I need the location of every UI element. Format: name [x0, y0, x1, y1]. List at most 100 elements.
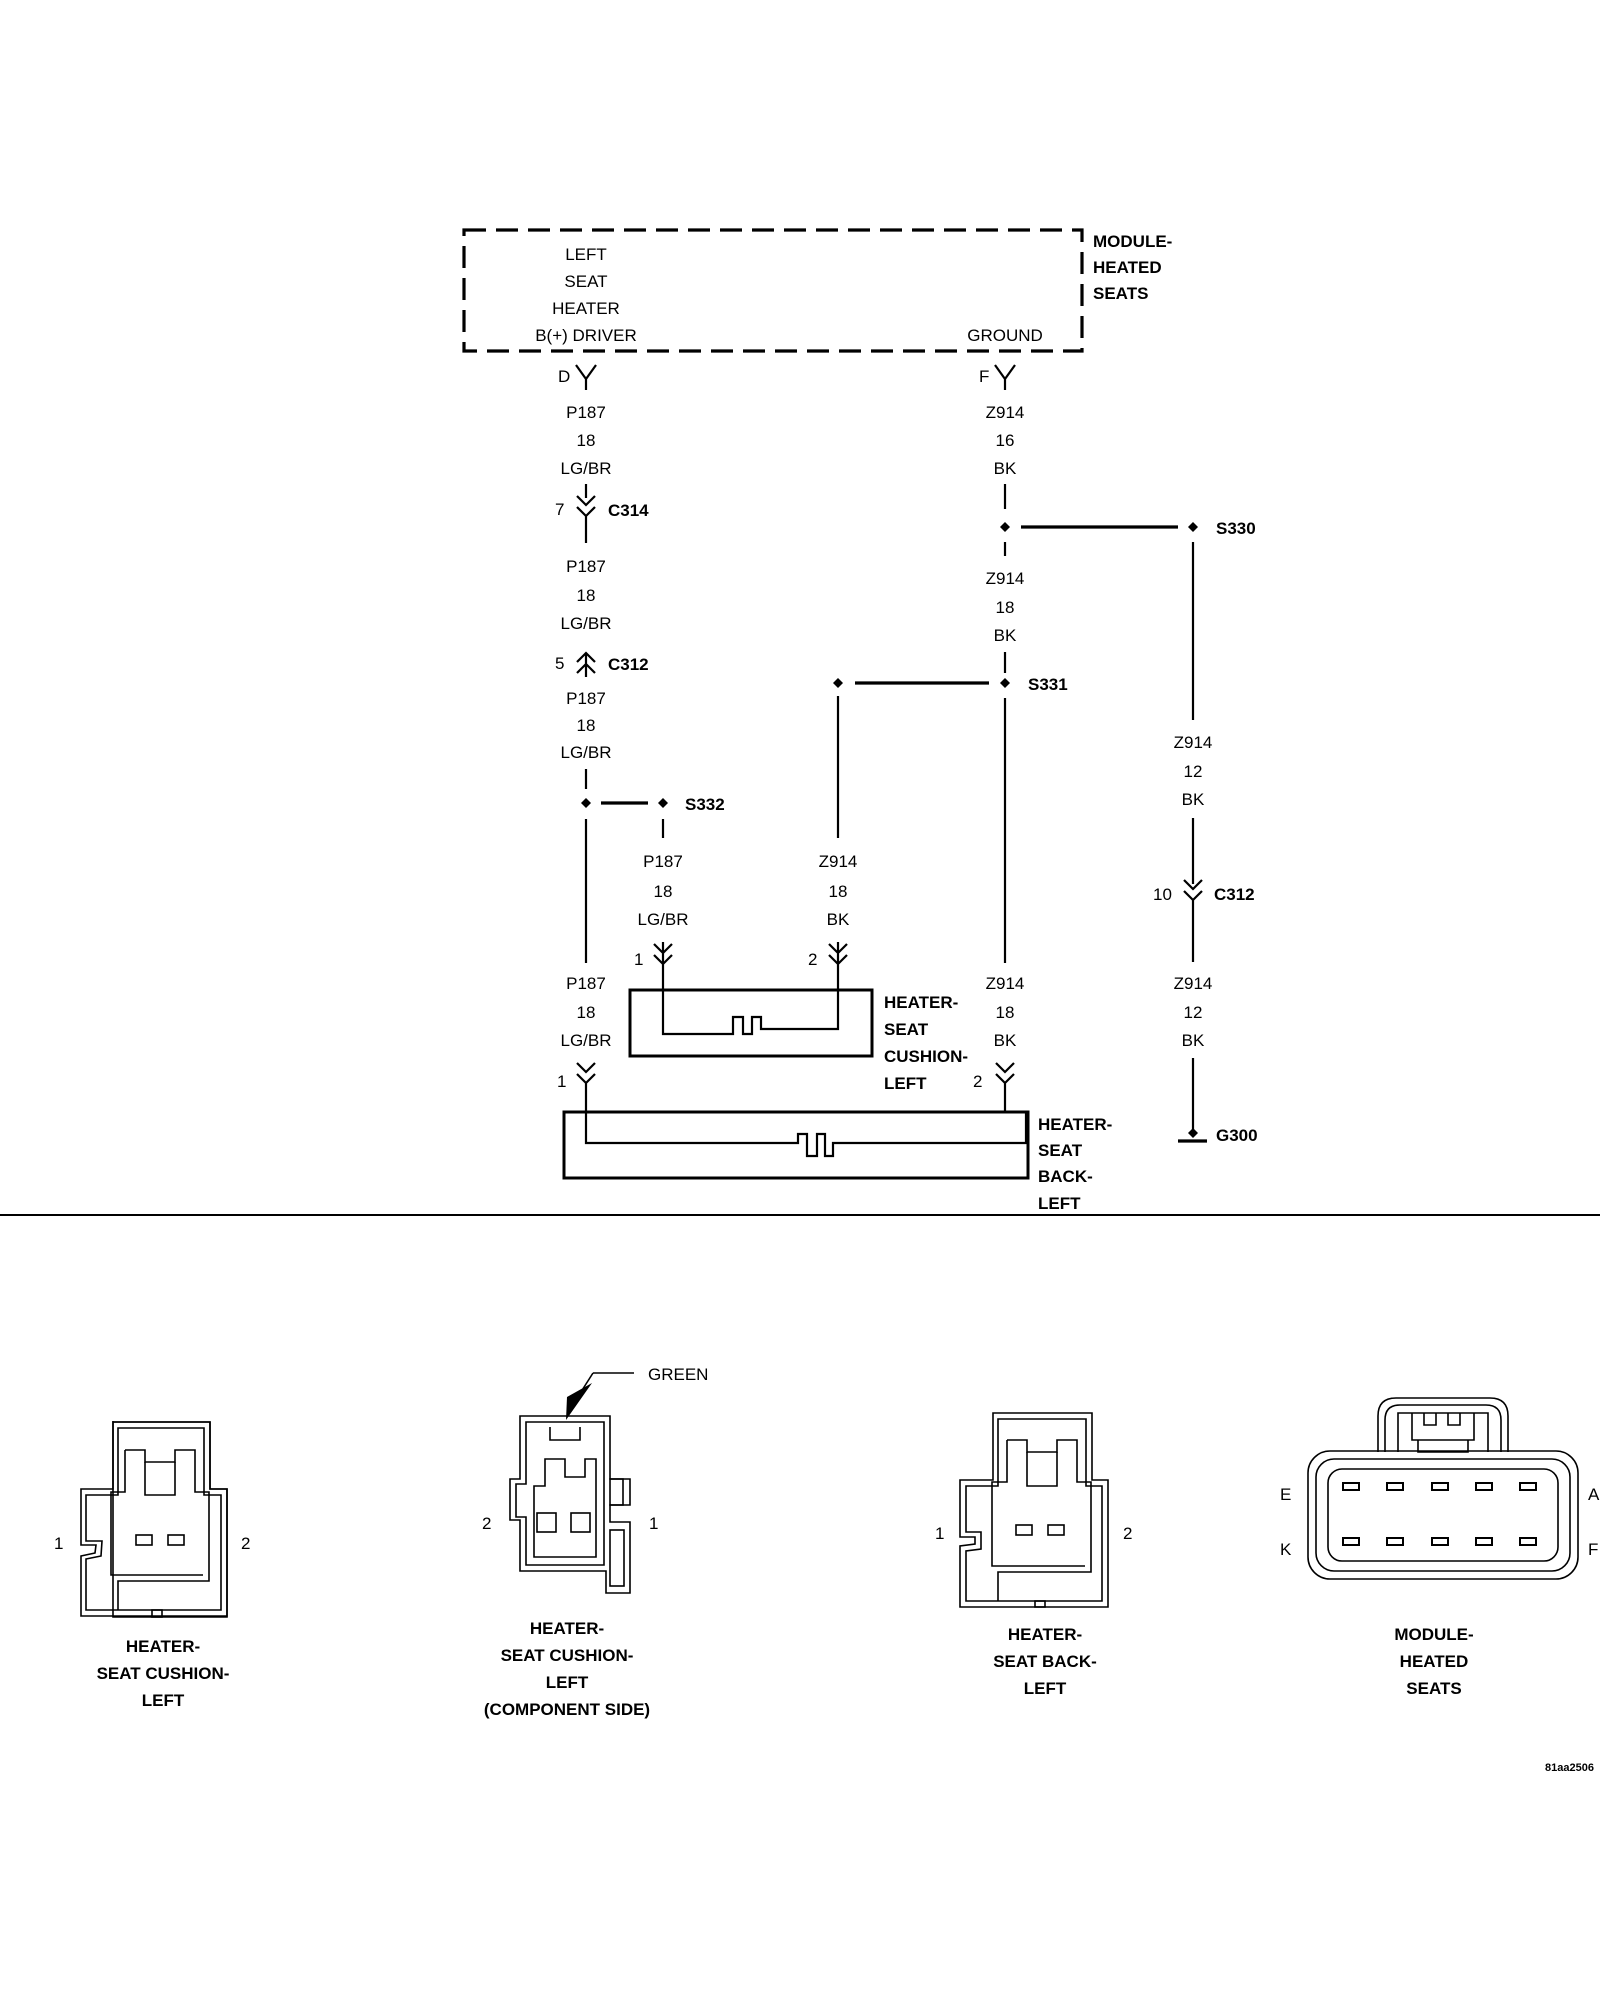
- svg-text:LG/BR: LG/BR: [560, 1031, 611, 1050]
- svg-text:SEAT CUSHION-: SEAT CUSHION-: [501, 1646, 634, 1665]
- connector-view-back: [959, 1412, 1109, 1608]
- c312-left-connector-symbol: [576, 651, 596, 677]
- wire-label-p187-a: P187 18 LG/BR: [560, 403, 611, 478]
- svg-text:HEATER-: HEATER-: [126, 1637, 200, 1656]
- heater-seat-back-label: HEATER- SEAT BACK- LEFT: [1038, 1115, 1112, 1213]
- svg-text:SEAT: SEAT: [564, 272, 607, 291]
- svg-text:18: 18: [577, 716, 596, 735]
- svg-text:18: 18: [654, 882, 673, 901]
- c312-right-label: C312: [1214, 885, 1255, 904]
- cushion-pin2-connector: [828, 942, 848, 1020]
- svg-text:LG/BR: LG/BR: [560, 614, 611, 633]
- left-seat-heater-function: LEFT SEAT HEATER B(+) DRIVER: [535, 245, 637, 345]
- g300-ground-symbol: [1178, 1128, 1207, 1143]
- ground-function: GROUND: [967, 326, 1043, 345]
- svg-text:12: 12: [1184, 1003, 1203, 1022]
- svg-text:Z914: Z914: [986, 403, 1025, 422]
- svg-text:BACK-: BACK-: [1038, 1167, 1093, 1186]
- back-view-pin-left: 1: [935, 1524, 944, 1543]
- figure-id: 81aa2506: [1545, 1762, 1594, 1774]
- pin-f-label: F: [979, 367, 989, 386]
- heater-seat-back-box: [562, 1110, 1030, 1180]
- component-view-pin-left: 2: [482, 1514, 491, 1533]
- s331-splice: [833, 678, 1010, 688]
- pin-f-symbol: [994, 364, 1016, 390]
- svg-text:LEFT: LEFT: [565, 245, 607, 264]
- back-pin1-label: 1: [557, 1072, 566, 1091]
- svg-text:MODULE-: MODULE-: [1394, 1625, 1473, 1644]
- module-name-label: MODULE- HEATED SEATS: [1093, 232, 1172, 303]
- svg-text:HEATER-: HEATER-: [1008, 1625, 1082, 1644]
- connector-view-module: [1307, 1397, 1579, 1580]
- svg-text:18: 18: [577, 431, 596, 450]
- cushion-pin1-label: 1: [634, 950, 643, 969]
- svg-text:LG/BR: LG/BR: [560, 459, 611, 478]
- svg-text:LEFT: LEFT: [1024, 1679, 1067, 1698]
- pin-d-symbol: [575, 364, 597, 390]
- svg-text:HEATER: HEATER: [552, 299, 620, 318]
- svg-text:LEFT: LEFT: [884, 1074, 927, 1093]
- wire-label-p187-e: P187 18 LG/BR: [560, 974, 611, 1050]
- module-dashed-box: [462, 228, 1084, 353]
- svg-text:HEATED: HEATED: [1093, 258, 1162, 277]
- module-view-pin-k: K: [1280, 1540, 1292, 1559]
- svg-text:12: 12: [1184, 762, 1203, 781]
- g300-label: G300: [1216, 1126, 1258, 1145]
- svg-text:HEATER-: HEATER-: [884, 993, 958, 1012]
- svg-text:LG/BR: LG/BR: [637, 910, 688, 929]
- svg-text:HEATER-: HEATER-: [530, 1619, 604, 1638]
- svg-text:Z914: Z914: [1174, 733, 1213, 752]
- svg-text:BK: BK: [1182, 1031, 1205, 1050]
- svg-text:P187: P187: [566, 974, 606, 993]
- cushion-pin1-connector: [653, 942, 673, 1020]
- cushion-heater-element: [661, 1015, 840, 1036]
- svg-text:16: 16: [996, 431, 1015, 450]
- module-view-label: MODULE- HEATED SEATS: [1394, 1625, 1473, 1698]
- back-heater-element: [584, 1111, 1028, 1158]
- s332-splice: [581, 798, 668, 808]
- wire-label-z914-18-a: Z914 18 BK: [986, 569, 1025, 645]
- svg-text:HEATER-: HEATER-: [1038, 1115, 1112, 1134]
- green-callout-label: GREEN: [648, 1365, 708, 1384]
- svg-text:LEFT: LEFT: [1038, 1194, 1081, 1213]
- svg-text:BK: BK: [827, 910, 850, 929]
- cushion-view-pin-left: 1: [54, 1534, 63, 1553]
- svg-text:Z914: Z914: [1174, 974, 1213, 993]
- component-view-pin-right: 1: [649, 1514, 658, 1533]
- svg-text:SEATS: SEATS: [1406, 1679, 1461, 1698]
- svg-text:Z914: Z914: [986, 569, 1025, 588]
- connector-view-cushion-component: [509, 1415, 631, 1594]
- wire-label-z914-12-b: Z914 12 BK: [1174, 974, 1213, 1050]
- svg-text:18: 18: [577, 1003, 596, 1022]
- s330-splice: [1000, 522, 1198, 532]
- svg-text:P187: P187: [566, 403, 606, 422]
- svg-text:LG/BR: LG/BR: [560, 743, 611, 762]
- svg-text:CUSHION-: CUSHION-: [884, 1047, 968, 1066]
- svg-text:SEAT: SEAT: [1038, 1141, 1083, 1160]
- back-view-label: HEATER- SEAT BACK- LEFT: [993, 1625, 1097, 1698]
- heater-seat-cushion-label: HEATER- SEAT CUSHION- LEFT: [884, 993, 968, 1093]
- back-view-pin-right: 2: [1123, 1524, 1132, 1543]
- svg-text:Z914: Z914: [986, 974, 1025, 993]
- back-pin2-label: 2: [973, 1072, 982, 1091]
- svg-text:18: 18: [996, 1003, 1015, 1022]
- cushion-view-pin-right: 2: [241, 1534, 250, 1553]
- svg-text:B(+) DRIVER: B(+) DRIVER: [535, 326, 637, 345]
- svg-text:BK: BK: [994, 626, 1017, 645]
- c312-right-connector-symbol: [1183, 879, 1203, 962]
- back-pin2-connector: [995, 1062, 1015, 1111]
- wire-label-p187-b: P187 18 LG/BR: [560, 557, 611, 633]
- svg-text:SEAT BACK-: SEAT BACK-: [993, 1652, 1097, 1671]
- module-view-pin-a: A: [1588, 1485, 1600, 1504]
- wire-label-p187-c: P187 18 LG/BR: [560, 689, 611, 762]
- c312-left-pin: 5: [555, 654, 564, 673]
- cushion-view-label: HEATER- SEAT CUSHION- LEFT: [97, 1637, 230, 1710]
- c314-connector-symbol: [576, 495, 596, 543]
- wire-label-z914-12-a: Z914 12 BK: [1174, 733, 1213, 809]
- svg-text:MODULE-: MODULE-: [1093, 232, 1172, 251]
- pin-d-label: D: [558, 367, 570, 386]
- svg-text:LEFT: LEFT: [142, 1691, 185, 1710]
- cushion-pin2-label: 2: [808, 950, 817, 969]
- s330-label: S330: [1216, 519, 1256, 538]
